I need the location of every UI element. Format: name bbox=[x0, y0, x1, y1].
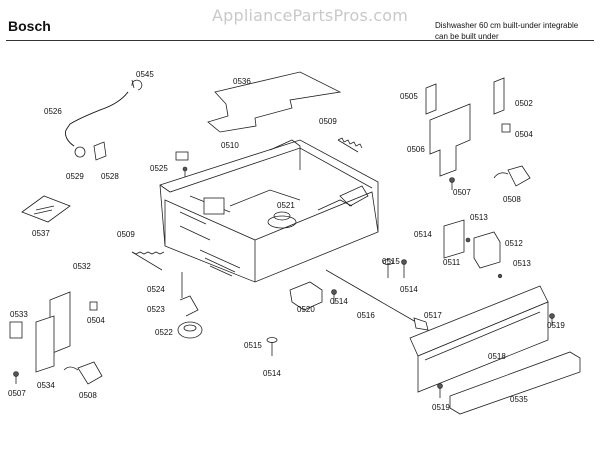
label-0507-top: 0507 bbox=[453, 188, 471, 197]
label-0511: 0511 bbox=[443, 258, 461, 267]
label-0523: 0523 bbox=[147, 305, 165, 314]
label-0525: 0525 bbox=[150, 164, 168, 173]
label-0514-right: 0514 bbox=[414, 230, 432, 239]
label-0509-top: 0509 bbox=[319, 117, 337, 126]
latch-0508-left-shape bbox=[77, 361, 103, 385]
label-0524: 0524 bbox=[147, 285, 165, 294]
pad-0537-shape bbox=[21, 195, 71, 223]
screw-0514-mid-shape bbox=[331, 289, 337, 304]
insulation-mat-shape bbox=[207, 71, 342, 133]
label-0536: 0536 bbox=[233, 77, 251, 86]
bracket-0502-shape bbox=[493, 77, 505, 115]
label-0529: 0529 bbox=[66, 172, 84, 181]
bracket-0534-shape bbox=[35, 315, 55, 373]
label-0520: 0520 bbox=[297, 305, 315, 314]
screw-0515-bottom-shape bbox=[266, 337, 278, 356]
label-0513-top: 0513 bbox=[470, 213, 488, 222]
screw-0513-top-shape bbox=[465, 237, 471, 243]
screw-0519-right-shape bbox=[549, 313, 555, 326]
label-0545: 0545 bbox=[136, 70, 154, 79]
clip-0525-shape bbox=[175, 151, 189, 161]
lever-0523-shape bbox=[179, 295, 199, 317]
label-0507-left: 0507 bbox=[8, 389, 26, 398]
screw-0507-left-shape bbox=[13, 371, 19, 384]
spring-0509-right-shape bbox=[337, 137, 363, 149]
pump-0520-shape bbox=[289, 281, 323, 311]
label-0533: 0533 bbox=[10, 310, 28, 319]
bracket-0505-shape bbox=[425, 83, 437, 115]
label-0521: 0521 bbox=[277, 201, 295, 210]
label-0537: 0537 bbox=[32, 229, 50, 238]
bracket-0506-shape bbox=[429, 103, 471, 177]
label-0508-left: 0508 bbox=[79, 391, 97, 400]
clamp-0528-shape bbox=[93, 141, 107, 161]
screw-0507-top-shape bbox=[449, 177, 455, 190]
label-0535: 0535 bbox=[510, 395, 528, 404]
label-0519-right: 0519 bbox=[547, 321, 565, 330]
label-0509-left: 0509 bbox=[117, 230, 135, 239]
float-0522-shape bbox=[177, 321, 203, 339]
label-0514-mid: 0514 bbox=[330, 297, 348, 306]
clip-0504-top-shape bbox=[501, 123, 511, 133]
hose-clamp-shape bbox=[131, 79, 143, 91]
strip-0535-shape bbox=[449, 351, 581, 415]
watermark-text: AppliancePartsPros.com bbox=[212, 6, 409, 25]
label-0505: 0505 bbox=[400, 92, 418, 101]
label-0522: 0522 bbox=[155, 328, 173, 337]
label-0516: 0516 bbox=[357, 311, 375, 320]
screw-0513-bottom-shape bbox=[497, 273, 503, 279]
clamp-0529-shape bbox=[74, 146, 86, 158]
screw-0515-top-shape bbox=[382, 259, 394, 278]
label-0508-top: 0508 bbox=[503, 195, 521, 204]
label-0512: 0512 bbox=[505, 239, 523, 248]
model-description: Dishwasher 60 cm built-under integrable … bbox=[435, 20, 595, 42]
label-0515-bottom: 0515 bbox=[244, 341, 262, 350]
cap-0517-shape bbox=[413, 317, 429, 331]
cover-0512-shape bbox=[473, 231, 501, 269]
label-0518: 0518 bbox=[488, 352, 506, 361]
screw-0514-top-shape bbox=[401, 259, 407, 278]
label-0506: 0506 bbox=[407, 145, 425, 154]
label-0534: 0534 bbox=[37, 381, 55, 390]
label-0514-bottom: 0514 bbox=[263, 369, 281, 378]
clip-0504-left-shape bbox=[89, 301, 98, 311]
rod-0516-shape bbox=[325, 269, 417, 323]
label-0510: 0510 bbox=[221, 141, 239, 150]
model-description-line-1: Dishwasher 60 cm built-under integrable bbox=[435, 21, 579, 30]
latch-0508-top-shape bbox=[507, 165, 531, 187]
label-0517: 0517 bbox=[424, 311, 442, 320]
model-description-line-2: can be built under bbox=[435, 32, 499, 41]
header-divider bbox=[6, 40, 594, 41]
label-0526: 0526 bbox=[44, 107, 62, 116]
panel-0511-shape bbox=[443, 219, 465, 259]
label-0513-bottom: 0513 bbox=[513, 259, 531, 268]
label-0502: 0502 bbox=[515, 99, 533, 108]
brand-title: Bosch bbox=[8, 18, 51, 34]
label-0504-left: 0504 bbox=[87, 316, 105, 325]
spring-0509-left-shape bbox=[131, 251, 165, 255]
label-0515-top: 0515 bbox=[382, 257, 400, 266]
base-tub-shape bbox=[159, 139, 379, 283]
label-0532: 0532 bbox=[73, 262, 91, 271]
label-0514-top: 0514 bbox=[400, 285, 418, 294]
hose-shape bbox=[65, 91, 129, 147]
label-0528: 0528 bbox=[101, 172, 119, 181]
label-0519-bottom: 0519 bbox=[432, 403, 450, 412]
screw-0519-bottom-shape bbox=[437, 383, 443, 398]
cap-0533-shape bbox=[9, 321, 23, 339]
label-0504-top: 0504 bbox=[515, 130, 533, 139]
